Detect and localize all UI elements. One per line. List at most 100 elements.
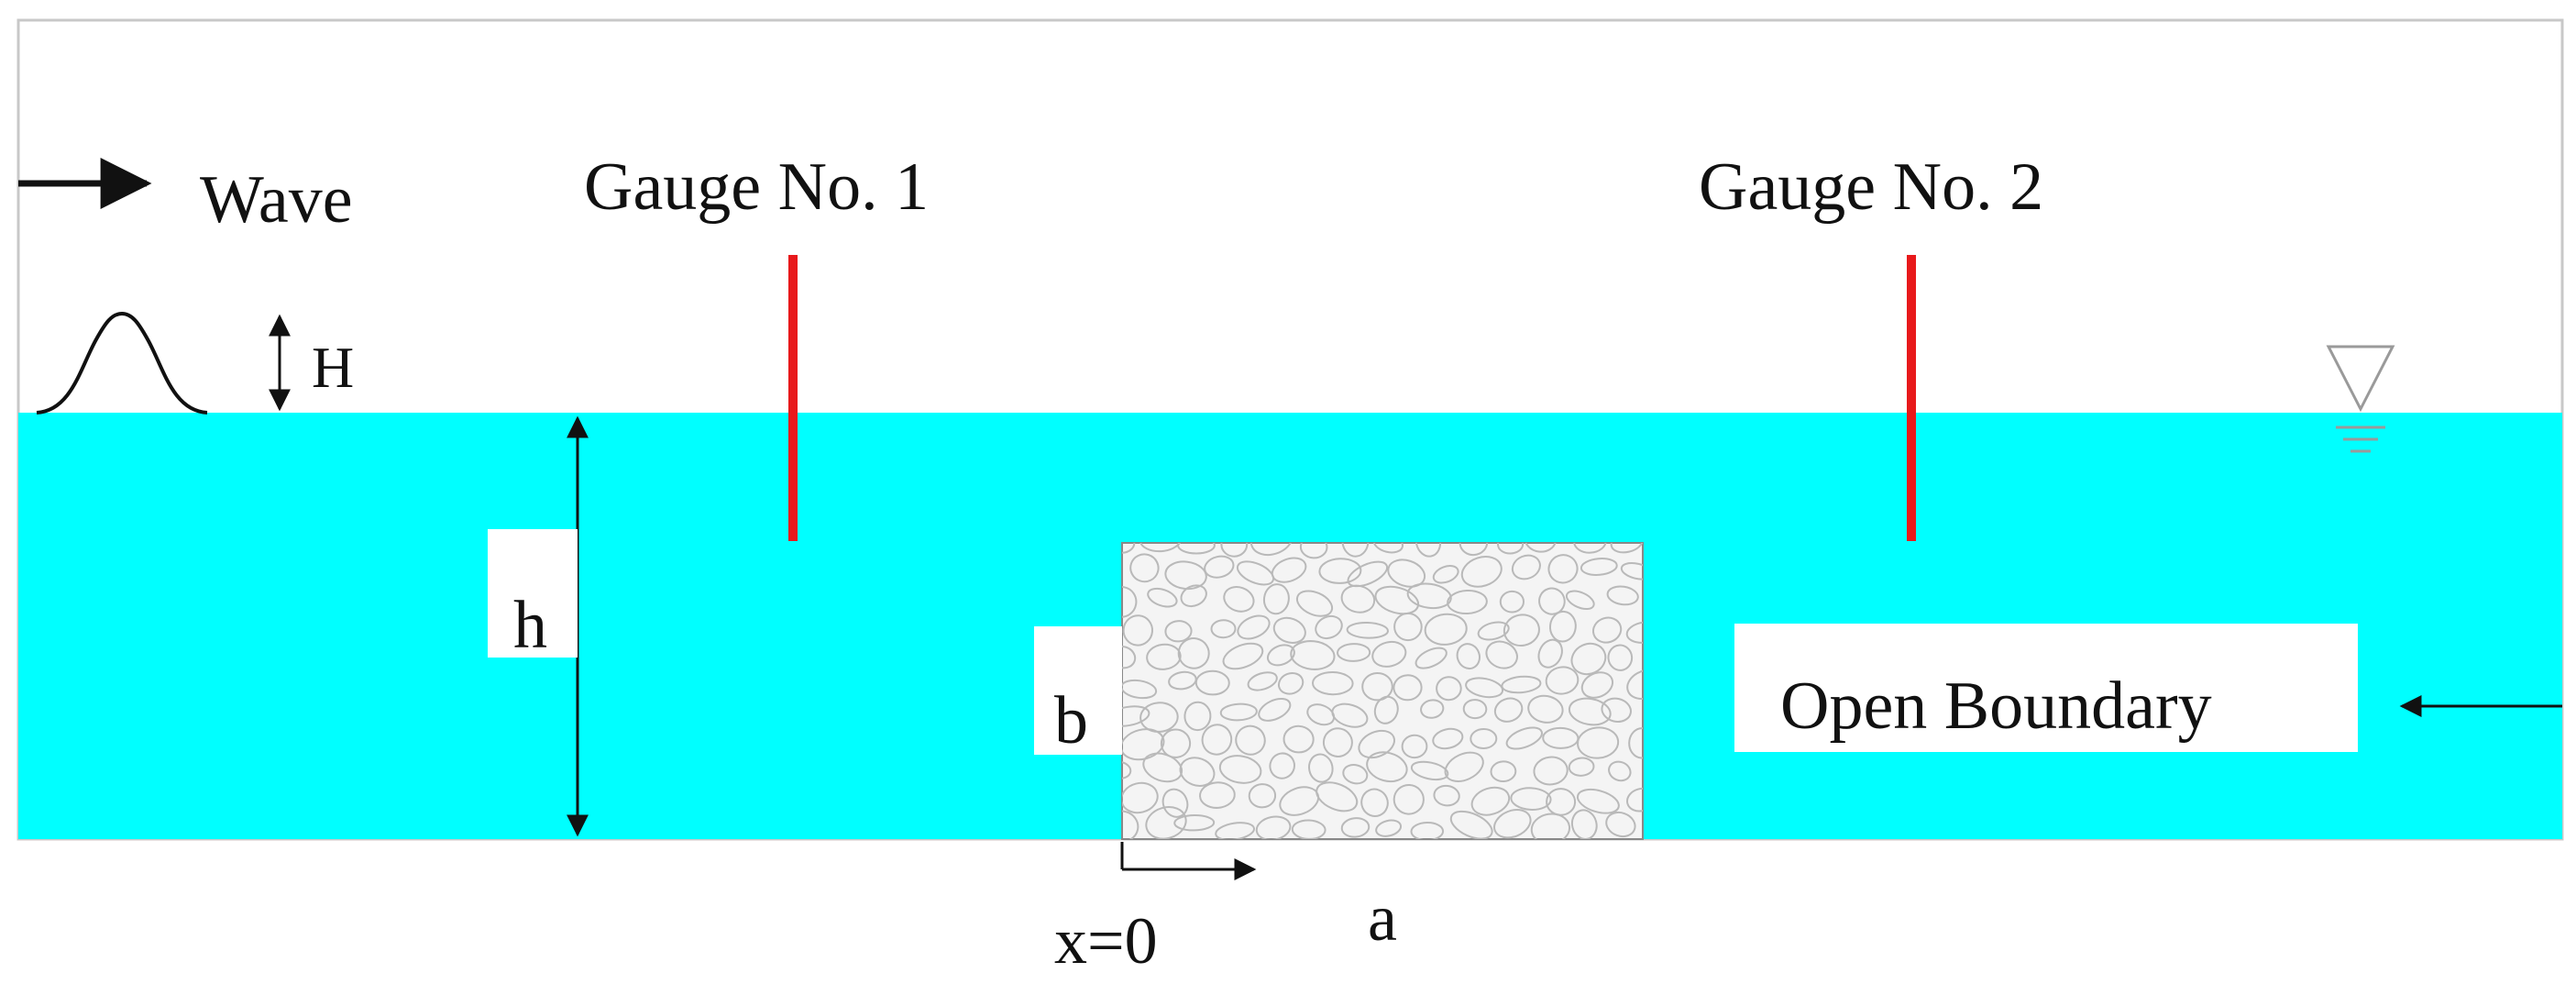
stone xyxy=(1312,670,1354,696)
structure-height-label: b xyxy=(1054,683,1088,758)
stone xyxy=(1601,697,1632,723)
stone xyxy=(1306,703,1336,726)
stone xyxy=(1456,643,1481,670)
stone xyxy=(1122,543,1136,554)
stone xyxy=(1215,822,1255,839)
structure-height-label-box xyxy=(1034,626,1122,755)
stone xyxy=(1415,543,1442,558)
stone xyxy=(1570,809,1598,839)
stone xyxy=(1223,586,1255,613)
stone xyxy=(1164,620,1193,643)
solitary-wave-icon xyxy=(36,311,208,415)
stone xyxy=(1145,806,1187,839)
open-boundary-label: Open Boundary xyxy=(1780,669,2212,744)
stone xyxy=(1358,729,1396,759)
stone xyxy=(1340,817,1371,838)
stone xyxy=(1393,783,1425,815)
stone xyxy=(1610,543,1643,554)
stone xyxy=(1299,543,1328,559)
stone xyxy=(1249,543,1294,557)
stone xyxy=(1201,724,1233,756)
stone xyxy=(1122,810,1139,839)
stone xyxy=(1340,584,1376,614)
stone xyxy=(1393,612,1423,642)
stone xyxy=(1415,647,1448,669)
stone xyxy=(1537,638,1563,669)
stone xyxy=(1470,727,1498,750)
stone xyxy=(1477,621,1510,641)
stone xyxy=(1460,556,1503,588)
stone xyxy=(1199,781,1236,809)
stone xyxy=(1527,694,1564,724)
stone xyxy=(1179,757,1216,787)
stone xyxy=(1371,640,1407,668)
stone xyxy=(1122,760,1132,779)
stone xyxy=(1607,644,1634,671)
stone xyxy=(1247,671,1278,691)
stone xyxy=(1393,674,1423,702)
stone xyxy=(1499,590,1525,614)
stone xyxy=(1248,783,1277,809)
stone xyxy=(1605,811,1636,838)
stone xyxy=(1410,821,1445,839)
stone xyxy=(1530,813,1571,839)
stone xyxy=(1147,587,1178,608)
origin-label: x=0 xyxy=(1054,904,1158,978)
stone xyxy=(1129,553,1160,583)
stone xyxy=(1424,613,1468,646)
stone xyxy=(1266,644,1295,667)
stone xyxy=(1219,702,1258,722)
stone xyxy=(1503,614,1540,647)
stone xyxy=(1277,671,1305,695)
stone xyxy=(1545,666,1580,695)
stone xyxy=(1387,558,1426,588)
stone xyxy=(1625,621,1643,644)
structure-width-label: a xyxy=(1368,881,1397,955)
stone xyxy=(1628,727,1643,759)
stone xyxy=(1459,543,1489,557)
wave-label: Wave xyxy=(200,162,353,238)
gauge-1-label: Gauge No. 1 xyxy=(584,149,929,225)
stone xyxy=(1173,813,1216,832)
stone xyxy=(1122,705,1150,727)
stone xyxy=(1410,760,1449,781)
stone xyxy=(1204,555,1235,579)
stone xyxy=(1168,670,1197,691)
wave-height-label: H xyxy=(312,335,354,400)
stone xyxy=(1262,583,1290,615)
stone xyxy=(1218,755,1262,784)
stone xyxy=(1511,554,1541,580)
stone xyxy=(1342,764,1369,785)
stone xyxy=(1361,671,1393,702)
stone xyxy=(1290,640,1336,670)
stone xyxy=(1626,787,1643,813)
stone xyxy=(1180,584,1207,608)
water-depth-label-box xyxy=(488,529,578,658)
stone xyxy=(1568,757,1595,777)
stone xyxy=(1436,676,1462,702)
stone xyxy=(1360,788,1389,818)
stone xyxy=(1346,621,1389,639)
stone xyxy=(1465,677,1504,699)
stone xyxy=(1547,554,1579,584)
stone xyxy=(1337,643,1371,662)
stone xyxy=(1177,637,1210,669)
stone xyxy=(1122,586,1138,618)
stone xyxy=(1235,724,1266,756)
stone xyxy=(1565,590,1595,611)
stone xyxy=(1255,815,1292,839)
stone xyxy=(1122,679,1158,700)
open-boundary-label-box xyxy=(1734,624,2358,752)
stone xyxy=(1271,557,1307,583)
stone xyxy=(1620,562,1643,580)
stone xyxy=(1373,695,1399,724)
stone xyxy=(1485,640,1518,669)
stone xyxy=(1122,781,1159,814)
stone xyxy=(1139,702,1179,733)
stone xyxy=(1462,699,1488,720)
stone xyxy=(1501,675,1542,694)
stone xyxy=(1580,671,1614,699)
gauge-2-label: Gauge No. 2 xyxy=(1699,149,2043,225)
stone xyxy=(1183,701,1212,732)
